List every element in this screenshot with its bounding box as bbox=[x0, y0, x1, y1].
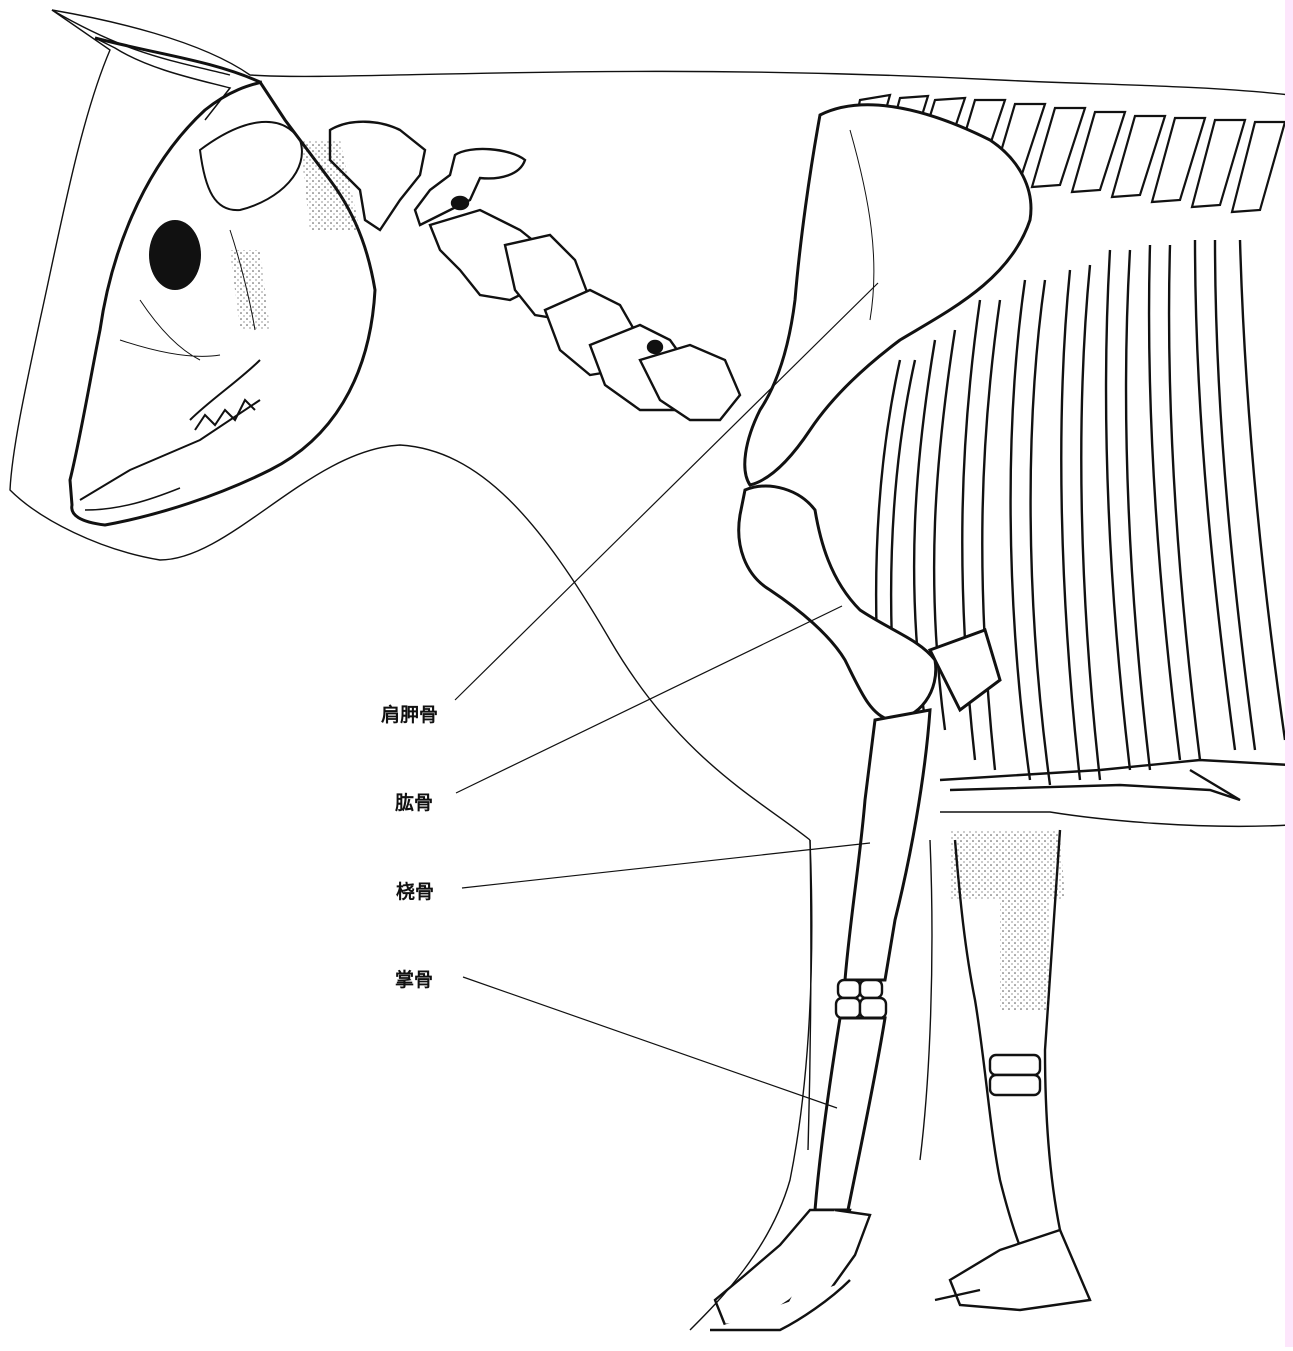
front-hoof bbox=[710, 1210, 870, 1330]
humerus bbox=[739, 486, 936, 720]
leader-line-humerus bbox=[456, 606, 842, 793]
carpals bbox=[836, 980, 886, 1018]
leader-line-radius bbox=[462, 843, 870, 888]
edge-strip bbox=[1285, 0, 1293, 1347]
label-metacarpal: 掌骨 bbox=[395, 965, 433, 992]
leader-line-metacarpal bbox=[463, 977, 837, 1108]
label-humerus: 肱骨 bbox=[395, 788, 433, 815]
label-radius: 桡骨 bbox=[396, 877, 434, 904]
label-scapula: 肩胛骨 bbox=[381, 700, 438, 727]
ribs bbox=[876, 240, 1285, 785]
sternum bbox=[940, 760, 1290, 800]
skull bbox=[70, 38, 375, 525]
cervical-vertebrae bbox=[330, 122, 740, 420]
metacarpal bbox=[815, 1018, 885, 1210]
